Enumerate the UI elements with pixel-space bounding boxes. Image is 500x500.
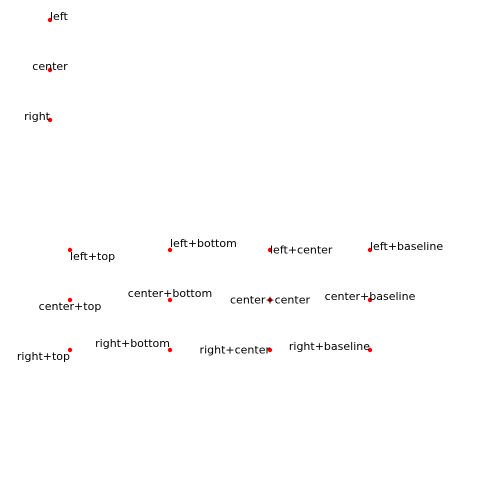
anchor-point-right-center xyxy=(267,347,273,353)
label-left-center: left+center xyxy=(270,244,333,257)
anchor-point-center-bottom xyxy=(167,297,173,303)
anchor-point-left-baseline xyxy=(367,247,373,253)
label-right-center: right+center xyxy=(200,344,271,357)
label-left-baseline: left+baseline xyxy=(370,240,443,253)
anchor-point-right-top xyxy=(67,347,73,353)
label-center-top: center+top xyxy=(39,300,102,313)
anchor-point-center-top xyxy=(67,297,73,303)
label-right-bottom: right+bottom xyxy=(95,337,170,350)
label-left-bottom: left+bottom xyxy=(170,237,237,250)
anchor-point-left xyxy=(47,17,53,23)
label-right-baseline: right+baseline xyxy=(289,340,370,353)
label-right-top: right+top xyxy=(17,350,70,363)
label-center: center xyxy=(32,60,68,73)
anchor-point-left-top xyxy=(67,247,73,253)
label-right: right xyxy=(24,110,51,123)
anchor-point-left-center xyxy=(267,247,273,253)
label-left: left xyxy=(50,10,69,23)
anchor-point-right xyxy=(47,117,53,123)
anchor-point-left-bottom xyxy=(167,247,173,253)
label-left-top: left+top xyxy=(70,250,115,263)
combined-alignment-group: left+top left+bottom left+center left+ba… xyxy=(17,237,443,363)
label-center-center: center+center xyxy=(230,294,310,307)
anchor-point-center-center xyxy=(267,297,273,303)
anchor-point-center-baseline xyxy=(367,297,373,303)
anchor-point-right-baseline xyxy=(367,347,373,353)
label-center-baseline: center+baseline xyxy=(325,290,416,303)
horizontal-alignment-group: left center right xyxy=(24,10,68,123)
anchor-point-right-bottom xyxy=(167,347,173,353)
anchor-point-center xyxy=(47,67,53,73)
label-center-bottom: center+bottom xyxy=(128,287,212,300)
